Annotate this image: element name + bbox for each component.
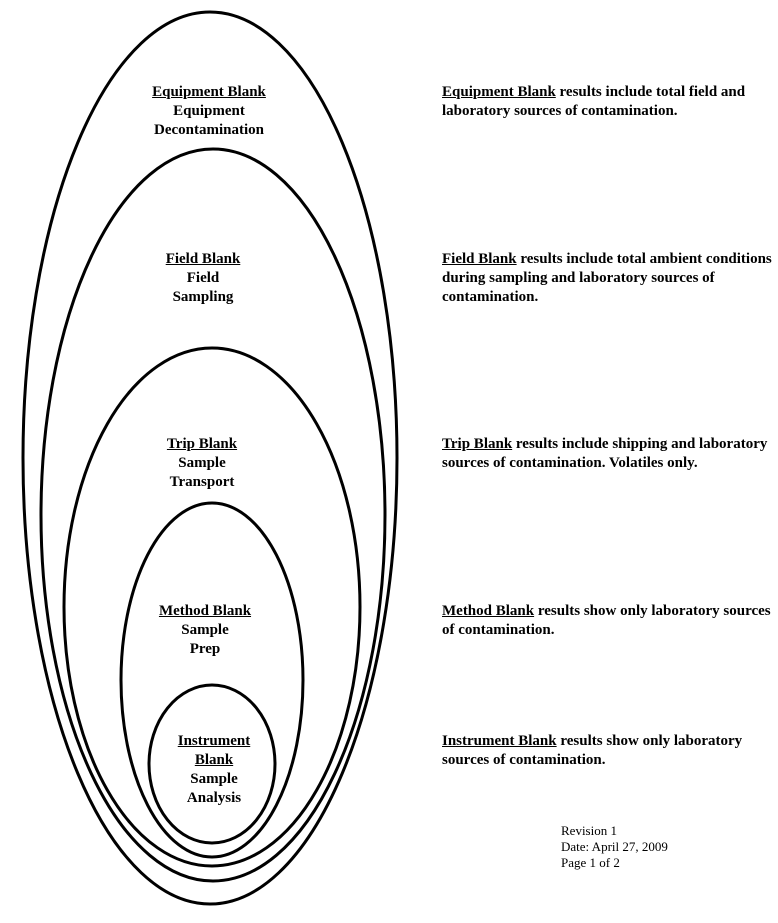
instrument-blank-sub1: Sample	[190, 771, 238, 787]
trip-blank-sub1: Sample	[178, 455, 226, 471]
trip-blank-title: Trip Blank	[166, 436, 238, 452]
trip-blank-sub2: Transport	[169, 474, 235, 490]
equipment-blank-ellipse	[21, 10, 399, 906]
method-blank-sub2: Prep	[189, 641, 221, 657]
method-blank-sub1: Sample	[181, 622, 229, 638]
trip-blank-ellipse	[62, 346, 362, 868]
equipment-blank-desc-title: Equipment Blank	[442, 84, 556, 100]
field-blank-label: Field Blank Field Sampling	[143, 250, 263, 307]
method-blank-desc-text: results show only laboratory sources of …	[442, 603, 771, 638]
trip-blank-description: Trip Blank results include shipping and …	[442, 435, 772, 473]
method-blank-desc-title: Method Blank	[442, 603, 535, 619]
equipment-blank-description: Equipment Blank results include total fi…	[442, 83, 772, 121]
field-blank-desc-text: results include total ambient conditions…	[442, 251, 772, 305]
equipment-blank-title: Equipment Blank	[152, 84, 266, 100]
equipment-blank-label: Equipment Blank Equipment Decontaminatio…	[129, 83, 289, 140]
method-blank-ellipse	[119, 501, 305, 859]
revision-text: Revision 1	[561, 823, 617, 838]
instrument-blank-desc-text: results show only laboratory sources of …	[442, 733, 743, 768]
page-number: Page 1 of 2	[561, 855, 620, 870]
method-blank-label: Method Blank Sample Prep	[145, 602, 265, 659]
instrument-blank-desc-title: Instrument Blank	[442, 733, 557, 749]
field-blank-title: Field Blank	[165, 251, 241, 267]
instrument-blank-title-line1: Instrument	[177, 733, 251, 749]
field-blank-sub2: Sampling	[172, 289, 234, 305]
field-blank-sub1: Field	[186, 270, 220, 286]
revision-date: Date: April 27, 2009	[561, 839, 668, 854]
field-blank-description: Field Blank results include total ambien…	[442, 250, 772, 307]
instrument-blank-label: Instrument Blank Sample Analysis	[164, 732, 264, 808]
trip-blank-label: Trip Blank Sample Transport	[142, 435, 262, 492]
equipment-blank-sub1: Equipment	[173, 103, 245, 119]
revision-block: Revision 1 Date: April 27, 2009 Page 1 o…	[561, 823, 668, 871]
field-blank-ellipse	[39, 147, 387, 883]
instrument-blank-title-line2: Blank	[194, 752, 234, 768]
method-blank-title: Method Blank	[158, 603, 252, 619]
method-blank-description: Method Blank results show only laborator…	[442, 602, 772, 640]
instrument-blank-description: Instrument Blank results show only labor…	[442, 732, 772, 770]
instrument-blank-ellipse	[147, 683, 277, 845]
equipment-blank-sub2: Decontamination	[154, 122, 264, 138]
trip-blank-desc-text: results include shipping and laboratory …	[442, 436, 768, 471]
instrument-blank-sub2: Analysis	[186, 790, 242, 806]
equipment-blank-desc-text: results include total field and laborato…	[442, 84, 746, 119]
field-blank-desc-title: Field Blank	[442, 251, 517, 267]
trip-blank-desc-title: Trip Blank	[442, 436, 513, 452]
